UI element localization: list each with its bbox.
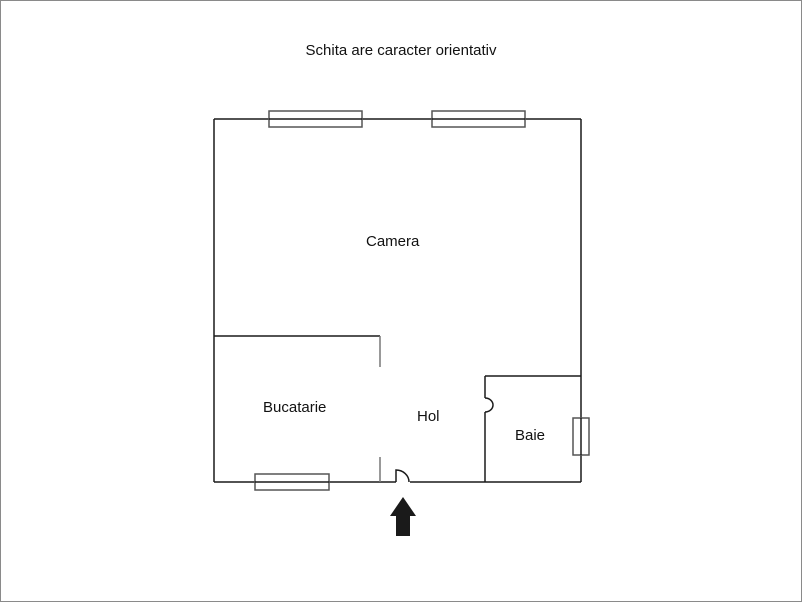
room-label-bucatarie: Bucatarie: [263, 399, 327, 416]
windows: [254, 110, 590, 491]
room-label-baie: Baie: [515, 427, 546, 444]
room-label-hol: Hol: [417, 408, 440, 425]
room-label-camera: Camera: [366, 233, 420, 250]
plan-caption: Schita are caracter orientativ: [305, 42, 497, 59]
entrance-arrow-icon: [390, 497, 416, 536]
